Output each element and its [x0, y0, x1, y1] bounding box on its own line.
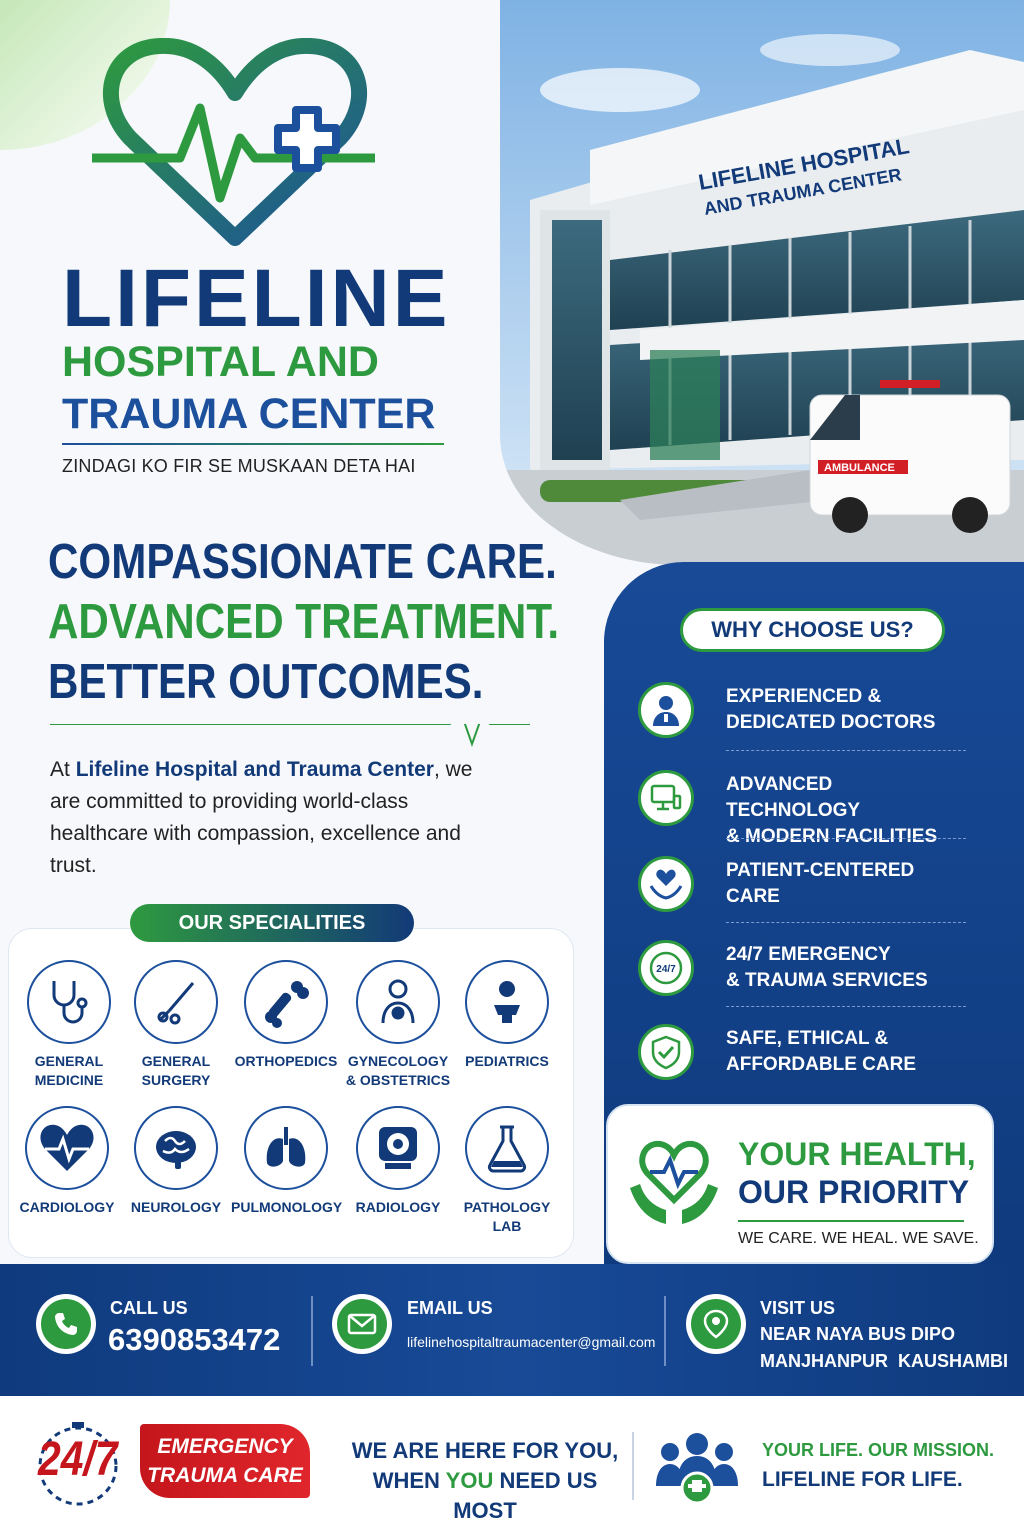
brand-subtitle-1: HOSPITAL AND — [62, 338, 379, 386]
community-care-icon — [656, 1433, 738, 1505]
brand-title: LIFELINE — [62, 253, 451, 344]
ambulance-label: AMBULANCE — [824, 462, 895, 474]
brain-icon — [134, 1106, 218, 1190]
heart-pulse-logo-icon — [92, 38, 375, 246]
shield-check-icon — [638, 1024, 694, 1080]
speciality-neurology: NEUROLOGY — [121, 1106, 231, 1217]
address-line2: MANJHANPUR KAUSHAMBI — [760, 1351, 1009, 1371]
intro-paragraph: At Lifeline Hospital and Trauma Center, … — [50, 758, 473, 877]
child-icon — [465, 960, 549, 1044]
why-choose-title: WHY CHOOSE US? — [680, 608, 945, 652]
email-address[interactable]: lifelinehospitaltraumacenter@gmail.com — [407, 1334, 656, 1350]
specialities-title: OUR SPECIALITIES — [130, 904, 414, 942]
bone-icon — [244, 960, 328, 1044]
doctor-icon — [638, 682, 694, 738]
brand-divider — [62, 443, 444, 445]
why-separator — [726, 750, 966, 751]
flask-icon — [465, 1106, 549, 1190]
speciality-gynecology: GYNECOLOGY & OBSTETRICS — [343, 960, 453, 1090]
priority-motto: WE CARE. WE HEAL. WE SAVE. — [738, 1230, 979, 1247]
why-item-safe-care: SAFE, ETHICAL &AFFORDABLE CARE — [638, 1020, 968, 1090]
speciality-general-surgery: GENERAL SURGERY — [121, 960, 231, 1090]
mission-line1: YOUR LIFE. OUR MISSION. — [762, 1440, 995, 1460]
email-label: EMAIL US — [407, 1298, 493, 1318]
location-pin-icon[interactable] — [686, 1294, 746, 1354]
priority-line1: YOUR HEALTH, — [738, 1136, 976, 1172]
why-item-technology: ADVANCED TECHNOLOGY& MODERN FACILITIES — [638, 766, 968, 847]
speciality-pediatrics: PEDIATRICS — [452, 960, 562, 1071]
headline-line3: BETTER OUTCOMES. — [48, 655, 484, 709]
scalpel-icon — [134, 960, 218, 1044]
hands-heart-icon — [638, 856, 694, 912]
why-separator — [726, 1006, 966, 1007]
speciality-radiology: RADIOLOGY — [343, 1106, 453, 1217]
headline-line1: COMPASSIONATE CARE. — [48, 535, 557, 589]
contact-separator — [311, 1296, 313, 1366]
emergency-247-badge: 24/7 — [38, 1433, 118, 1486]
contact-band — [0, 1264, 1024, 1396]
svg-text:24/7: 24/7 — [656, 964, 676, 975]
stopwatch-icon — [38, 1422, 118, 1506]
scanner-icon — [356, 1106, 440, 1190]
visit-label: VISIT US — [760, 1298, 836, 1318]
why-item-doctors: EXPERIENCED &DEDICATED DOCTORS — [638, 678, 968, 748]
contact-separator — [664, 1296, 666, 1366]
call-label: CALL US — [110, 1298, 188, 1318]
heart-pulse-icon — [25, 1106, 109, 1190]
speciality-orthopedics: ORTHOPEDICS — [231, 960, 341, 1071]
monitor-icon — [638, 770, 694, 826]
footer-separator — [632, 1432, 634, 1500]
intro-hospital-name: Lifeline Hospital and Trauma Center — [75, 758, 434, 781]
speciality-pathology-lab: PATHOLOGY LAB — [452, 1106, 562, 1236]
speciality-cardiology: CARDIOLOGY — [12, 1106, 122, 1217]
phone-number[interactable]: 6390853472 — [108, 1322, 281, 1357]
clock-247-icon: 24/7 — [638, 940, 694, 996]
lungs-icon — [244, 1106, 328, 1190]
stethoscope-icon — [27, 960, 111, 1044]
here-for-you-text: WE ARE HERE FOR YOU, WHEN YOU NEED US MO… — [351, 1438, 619, 1523]
why-separator — [726, 838, 966, 839]
hospital-building-photo: LIFELINE HOSPITAL AND TRAUMA CENTER AMBU… — [500, 0, 1024, 565]
headline-line2: ADVANCED TREATMENT. — [48, 595, 560, 649]
why-separator — [726, 922, 966, 923]
priority-card — [606, 1104, 994, 1264]
speciality-general-medicine: GENERAL MEDICINE — [14, 960, 124, 1090]
email-icon[interactable] — [332, 1294, 392, 1354]
speciality-pulmonology: PULMONOLOGY — [231, 1106, 342, 1217]
priority-line2: OUR PRIORITY — [738, 1174, 970, 1210]
heart-hands-icon — [630, 1140, 718, 1224]
mission-line2: LIFELINE FOR LIFE. — [762, 1468, 963, 1491]
brand-subtitle-2: TRAUMA CENTER — [62, 390, 436, 438]
address-line1: NEAR NAYA BUS DIPO — [760, 1324, 956, 1344]
pulse-divider — [50, 724, 530, 747]
mother-baby-icon — [356, 960, 440, 1044]
phone-icon[interactable] — [36, 1294, 96, 1354]
brand-tagline: ZINDAGI KO FIR SE MUSKAAN DETA HAI — [62, 456, 416, 476]
priority-divider — [738, 1220, 964, 1222]
why-item-emergency: 24/7 24/7 EMERGENCY& TRAUMA SERVICES — [638, 936, 968, 1006]
